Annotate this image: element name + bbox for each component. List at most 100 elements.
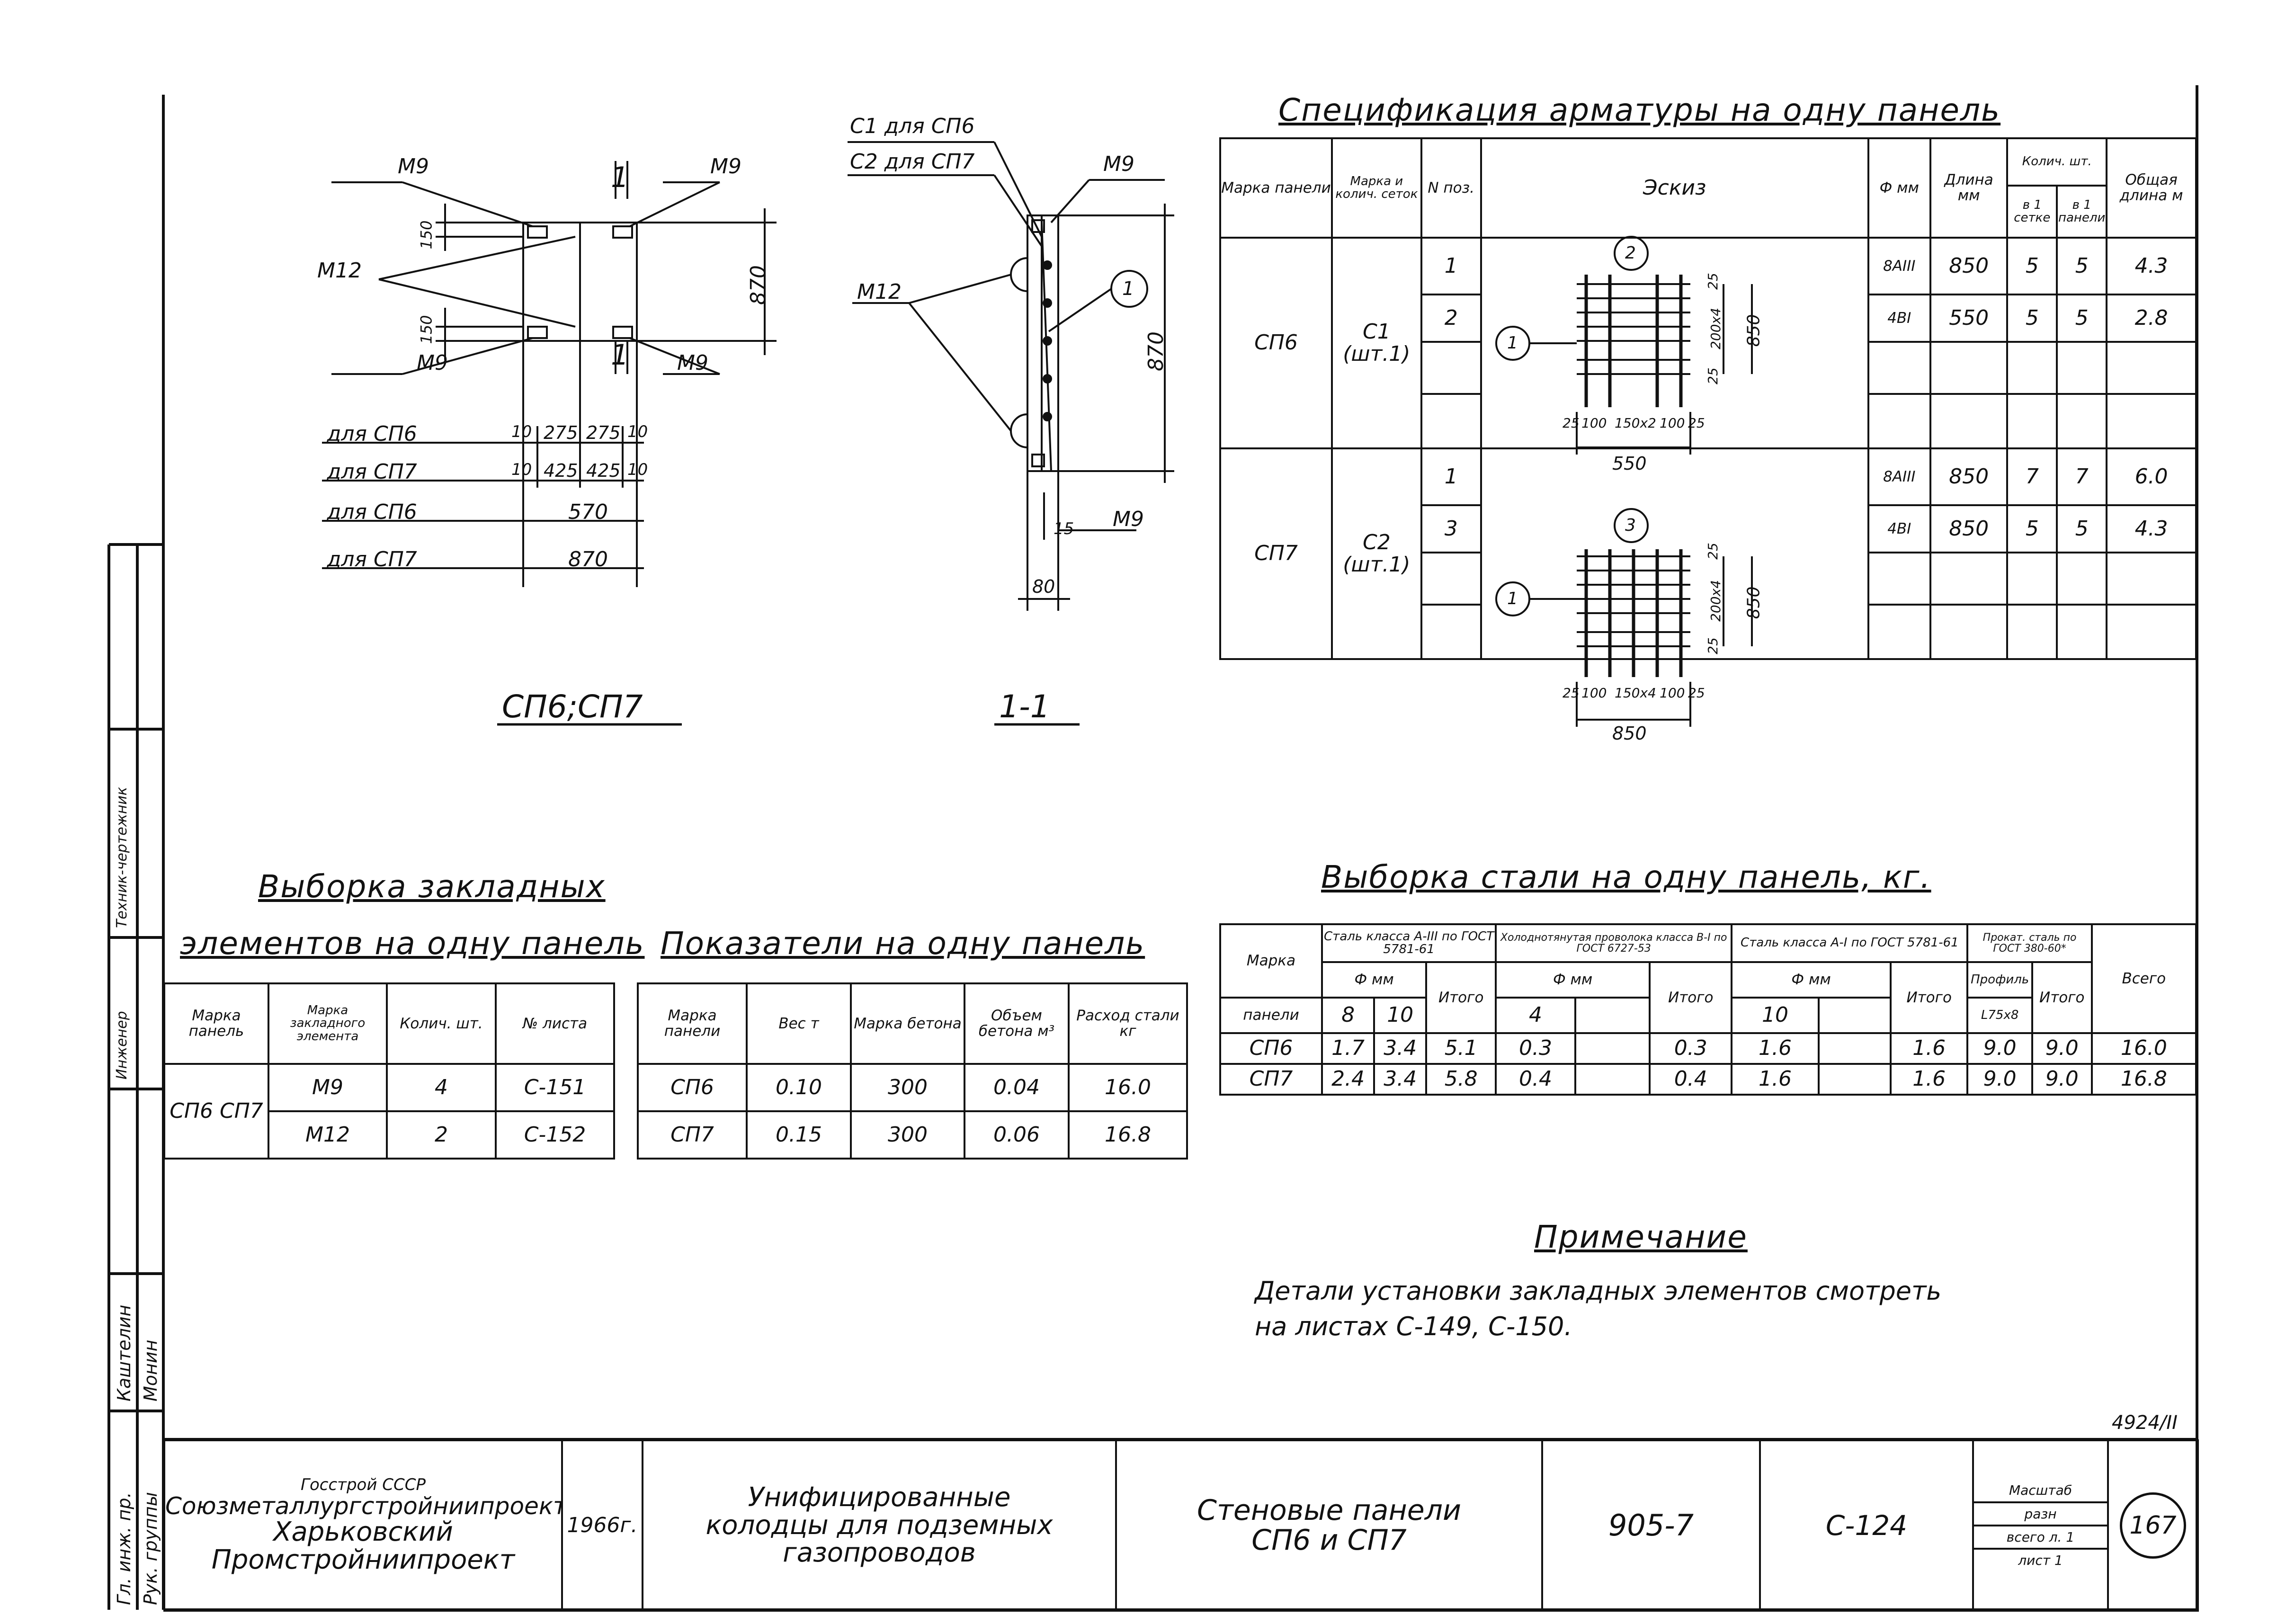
ind-volume: 0.06	[964, 1110, 1070, 1160]
sketch1-d850: 850	[1744, 314, 1764, 347]
spec-length: 850	[1929, 447, 2009, 506]
spec-pos: 1	[1420, 447, 1482, 506]
spec-sketch-1	[1480, 237, 1869, 449]
ind-concrete: 300	[850, 1063, 965, 1112]
dim-row-1-c: 275	[586, 422, 621, 443]
mark-m12: М12	[317, 259, 362, 283]
dim-row-label-3: для СП6	[327, 500, 417, 524]
sketch2-b25b: 25	[1688, 685, 1705, 701]
stamp-org-top: Госстрой СССР	[301, 1475, 426, 1495]
stamp-org-2: Харьковский	[273, 1517, 453, 1548]
dim-row-1-a: 10	[511, 422, 532, 441]
spec-mesh-c1: С1(шт.1)	[1331, 237, 1422, 449]
spec-per-mesh: 5	[2006, 294, 2058, 343]
note-title: Примечание	[1534, 1219, 1748, 1255]
spec-h-length: Длина мм	[1929, 137, 2009, 239]
sketch2-pos-top: 3	[1625, 516, 1636, 535]
steel-all: 16.0	[2090, 1032, 2197, 1065]
spec-per-panel: 5	[2056, 294, 2108, 343]
stamp-sheet-title-2: СП6 и СП7	[1251, 1524, 1407, 1557]
steel-h-itogo-a: Итого	[1425, 961, 1497, 1034]
ind-steel: 16.0	[1068, 1063, 1188, 1112]
embedded-panels: СП6 СП7	[163, 1063, 269, 1160]
steel-panel: СП6	[1219, 1032, 1323, 1065]
stamp-sheet-title-1: Стеновые панели	[1197, 1494, 1461, 1527]
ind-h-steel: Расход стали кг	[1068, 982, 1188, 1065]
dim-150-bottom: 150	[417, 315, 436, 344]
sketch2-b25: 25	[1563, 685, 1580, 701]
sketch1-b25b: 25	[1688, 415, 1705, 431]
spec-sketch-2	[1480, 447, 1869, 660]
side-role-1: Гл. инж. пр.	[114, 1492, 134, 1605]
embedded-qty: 4	[386, 1063, 497, 1112]
spec-h-qty: Колич. шт.	[2006, 137, 2108, 187]
steel-p-itogo: 9.0	[2031, 1032, 2093, 1065]
sketch2-d850: 850	[1744, 586, 1764, 619]
steel-h-panel: панели	[1219, 997, 1323, 1034]
label-c2: С2 для СП7	[850, 150, 975, 174]
side-name-2: Монин	[140, 1339, 161, 1401]
spec-phi: 4ВI	[1867, 294, 1931, 343]
sketch2-b100a: 100	[1581, 685, 1607, 701]
archive-number: 4924/II	[2112, 1412, 2178, 1434]
ind-volume: 0.04	[964, 1063, 1070, 1112]
sketch1-d25b: 25	[1705, 367, 1721, 384]
steel-h-g4: Прокат. сталь по ГОСТ 380-60*	[1966, 923, 2093, 963]
stamp-project: Унифицированные колодцы для подземных га…	[642, 1439, 1117, 1612]
ind-h-panel: Марка панели	[637, 982, 748, 1065]
steel-a10: 3.4	[1373, 1032, 1428, 1065]
dim-row-1-b: 275	[544, 422, 578, 443]
spec-h-mark: Марка панели	[1219, 137, 1333, 239]
spec-per-mesh: 5	[2006, 237, 2058, 295]
steel-p: 9.0	[1966, 1032, 2033, 1065]
stamp-org: Госстрой СССР Союзметаллургстройниипроек…	[163, 1439, 563, 1612]
stamp-project-2: колодцы для подземных	[705, 1509, 1053, 1541]
dim-row-2-b: 425	[544, 460, 578, 481]
steel-h-d8: 8	[1321, 997, 1375, 1034]
spec-h-mesh: Марка и колич. сеток	[1331, 137, 1422, 239]
indicators-table: Марка панели Вес т Марка бетона Объем бе…	[637, 982, 1188, 1160]
embedded-element: М9	[268, 1063, 388, 1112]
steel-b-itogo: 0.4	[1649, 1063, 1733, 1096]
dim-80: 80	[1032, 576, 1055, 597]
dim-row-label-2: для СП7	[327, 460, 417, 484]
spec-per-mesh: 5	[2006, 504, 2058, 553]
sketch1-pos-top: 2	[1625, 243, 1636, 263]
section-mark-m9-bottom: М9	[1113, 507, 1144, 531]
spec-length: 850	[1929, 504, 2009, 553]
steel-c-itogo: 1.6	[1889, 1032, 1969, 1065]
sketch1-pos-side: 1	[1507, 333, 1518, 353]
spec-length: 550	[1929, 294, 2009, 343]
sketch2-d25b: 25	[1705, 637, 1721, 654]
steel-a-itogo: 5.1	[1425, 1032, 1497, 1065]
spec-per-panel: 5	[2056, 237, 2108, 295]
ind-h-weight: Вес т	[746, 982, 852, 1065]
side-name-1: Каштелин	[114, 1304, 134, 1401]
steel-table: Марка Сталь класса А-III по ГОСТ 5781-61…	[1219, 923, 2197, 1096]
side-role-4: Техник-чертежник	[114, 786, 130, 928]
steel-h-itogo-d: Итого	[2031, 961, 2093, 1034]
sketch2-d200: 200х4	[1707, 580, 1723, 622]
mark-m9-bottom-left: М9	[417, 351, 448, 375]
embedded-qty: 2	[386, 1110, 497, 1160]
steel-b-itogo: 0.3	[1649, 1032, 1733, 1065]
spec-total: 4.3	[2106, 237, 2197, 295]
sketch2-b100b: 100	[1660, 685, 1685, 701]
sketch2-d25a: 25	[1705, 543, 1721, 560]
stamp-scale-value: разн	[1975, 1503, 2106, 1526]
stamp-scale: Масштаб разн всего л. 1 лист 1	[1972, 1439, 2109, 1612]
ind-h-volume: Объем бетона м³	[964, 982, 1070, 1065]
sketch2-pos-side: 1	[1507, 589, 1518, 608]
spec-total: 6.0	[2106, 447, 2197, 506]
dim-row-2-c: 425	[586, 460, 621, 481]
spec-panel-sp7: СП7	[1219, 447, 1333, 660]
steel-a8: 1.7	[1321, 1032, 1375, 1065]
mark-m9-bottom-right: М9	[677, 351, 708, 375]
steel-a-itogo: 5.8	[1425, 1063, 1497, 1096]
sketch1-b100b: 100	[1660, 415, 1685, 431]
sketch1-b100a: 100	[1581, 415, 1607, 431]
spec-pos: 1	[1420, 237, 1482, 295]
label-c1: С1 для СП6	[850, 114, 975, 138]
dim-15: 15	[1054, 519, 1074, 538]
section-mark-m9-top: М9	[1103, 152, 1134, 176]
